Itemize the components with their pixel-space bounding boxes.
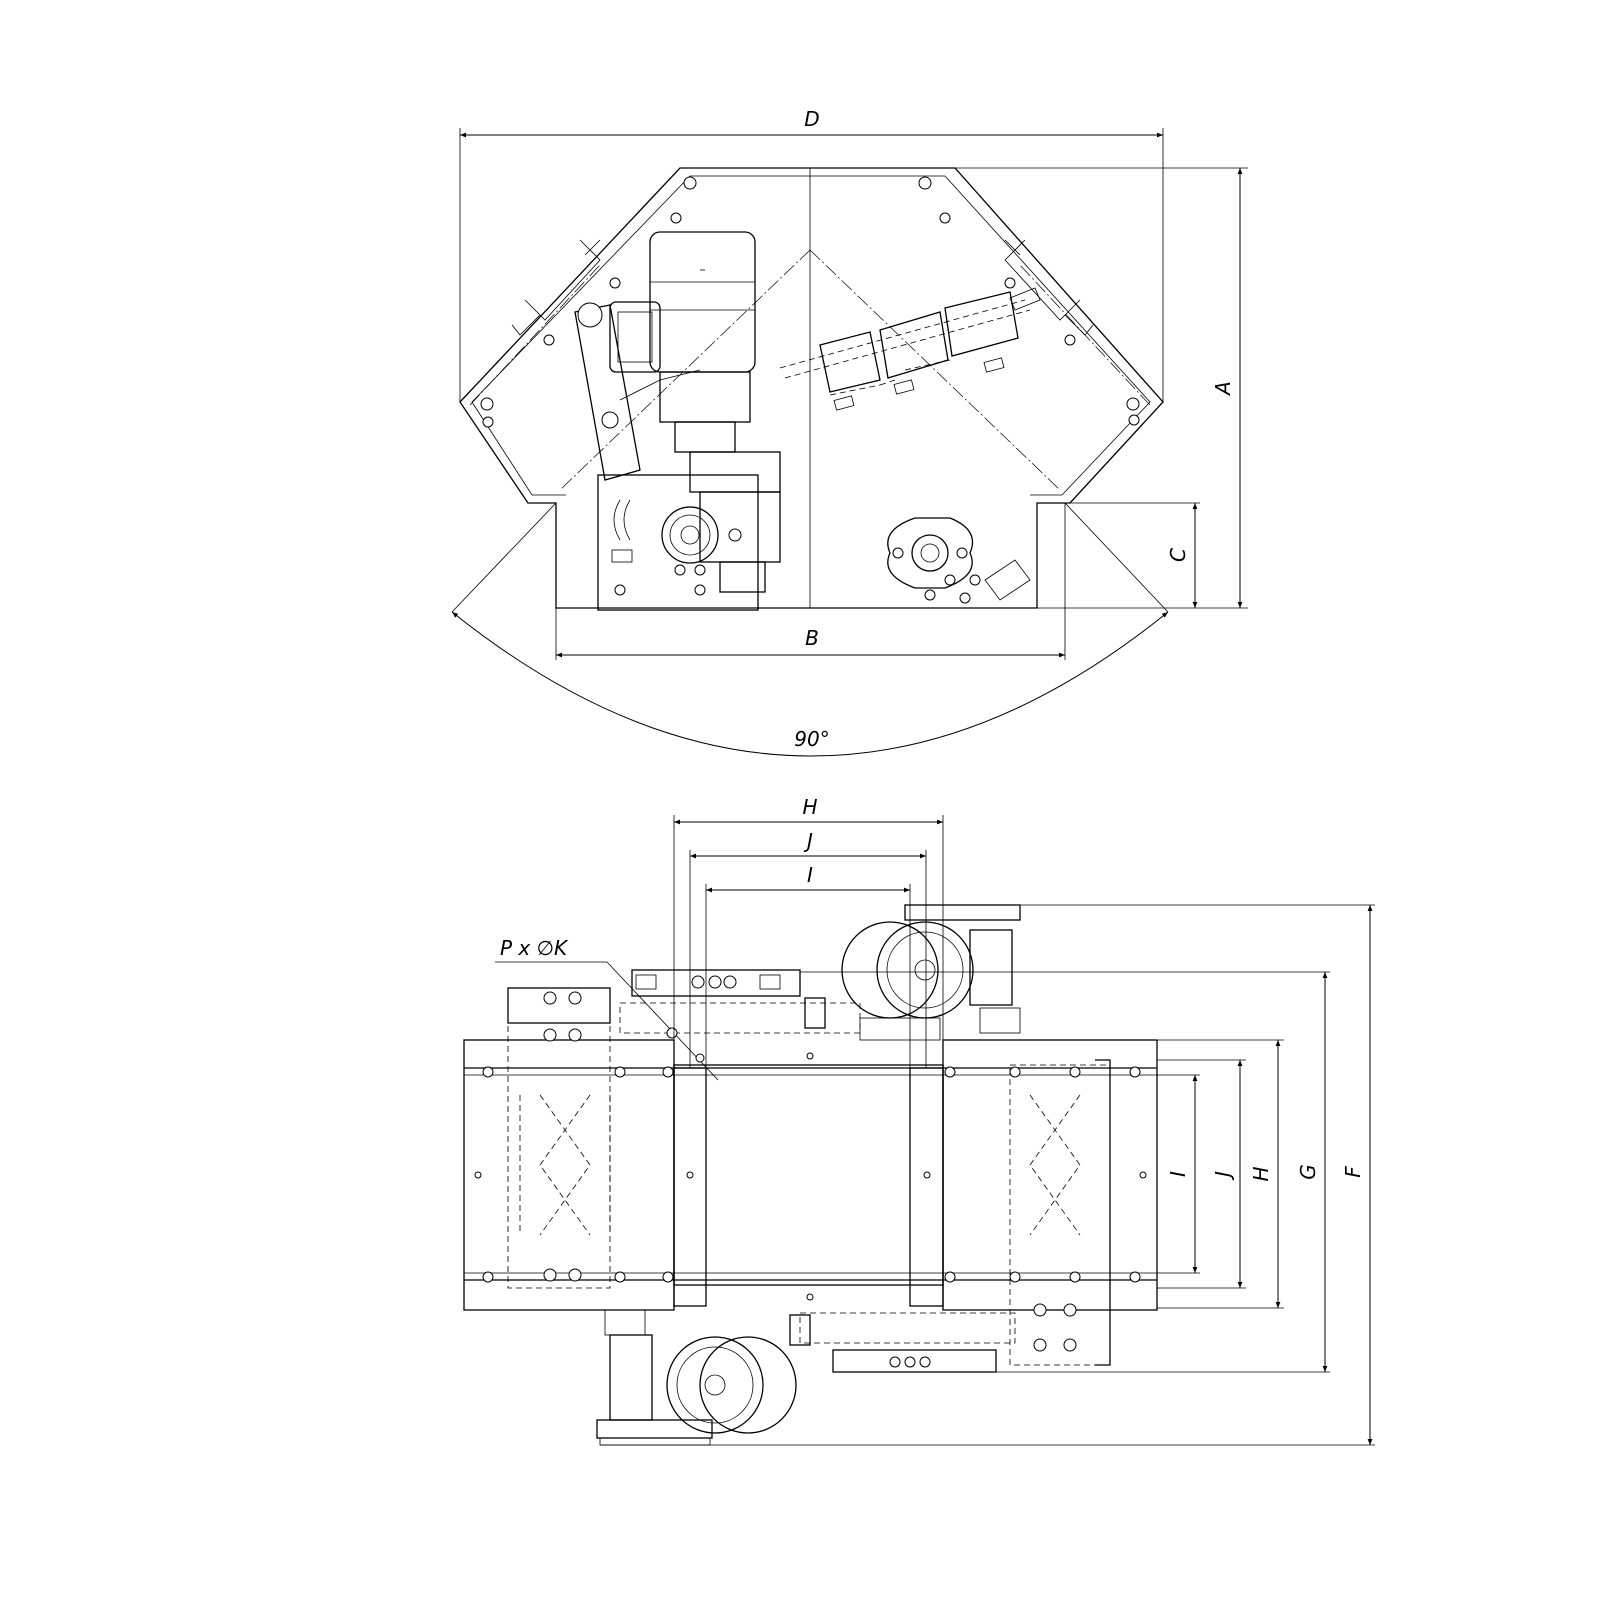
top-motor <box>609 231 781 593</box>
dim-D <box>459 128 1164 402</box>
bottom-right-upright <box>1009 1059 1111 1366</box>
dim-label-I-side: I <box>1166 1171 1190 1177</box>
dim-J-side <box>1157 1059 1246 1289</box>
dim-A <box>955 167 1248 609</box>
dim-label-J-side: J <box>1211 1171 1235 1181</box>
bottom-outer-envelope <box>599 1438 711 1446</box>
bottom-frame-bolts <box>474 1052 1147 1301</box>
top-housing-inner <box>471 175 1151 496</box>
dim-label-B: B <box>805 626 819 650</box>
top-housing-outline <box>459 167 1164 609</box>
dim-H-side <box>1157 1039 1284 1309</box>
top-housing-bolts <box>480 176 1140 428</box>
dim-label-F: F <box>1341 1166 1365 1178</box>
top-left-bracket <box>511 239 601 336</box>
dim-label-angle: 90° <box>794 727 829 751</box>
dim-I-side <box>1157 1074 1200 1274</box>
dim-label-A: A <box>1211 381 1235 397</box>
bottom-frame-right <box>942 1039 1158 1311</box>
top-view: D A C B 90° <box>451 107 1248 757</box>
dim-label-hole-spec: P x ∅K <box>500 936 569 960</box>
bottom-lower-roller <box>596 1309 797 1439</box>
bottom-lower-tensioner <box>789 1312 1016 1373</box>
dim-H-top <box>673 815 944 1068</box>
top-gearbox <box>597 474 759 611</box>
dim-I-top <box>705 884 911 1068</box>
dim-label-J-top: J <box>803 829 813 853</box>
bottom-upper-roller <box>841 904 1021 1041</box>
dim-label-C: C <box>1166 548 1190 562</box>
top-flange-bearing <box>887 517 1031 604</box>
bottom-frame-left <box>463 1039 675 1311</box>
dim-J-top <box>689 850 927 1068</box>
top-tensioner-assembly <box>779 287 1041 411</box>
hole-spec-leader <box>495 961 719 1081</box>
bottom-upper-tensioner <box>619 969 861 1034</box>
dim-label-I-top: I <box>807 863 813 887</box>
dim-label-D: D <box>804 107 819 131</box>
top-left-arm <box>574 302 701 481</box>
bottom-frame-center <box>673 1064 944 1286</box>
dim-G <box>800 971 1330 1373</box>
bottom-view: P x ∅K H J I I <box>463 795 1375 1446</box>
top-right-bracket <box>1004 239 1094 336</box>
dim-label-H-side: H <box>1249 1166 1273 1181</box>
dim-angle-90 <box>451 502 1169 757</box>
dim-F <box>600 904 1375 1446</box>
dim-label-H-top: H <box>802 795 817 819</box>
dim-label-G: G <box>1296 1164 1320 1180</box>
bottom-left-upright <box>507 987 611 1289</box>
dim-C <box>1070 502 1200 608</box>
